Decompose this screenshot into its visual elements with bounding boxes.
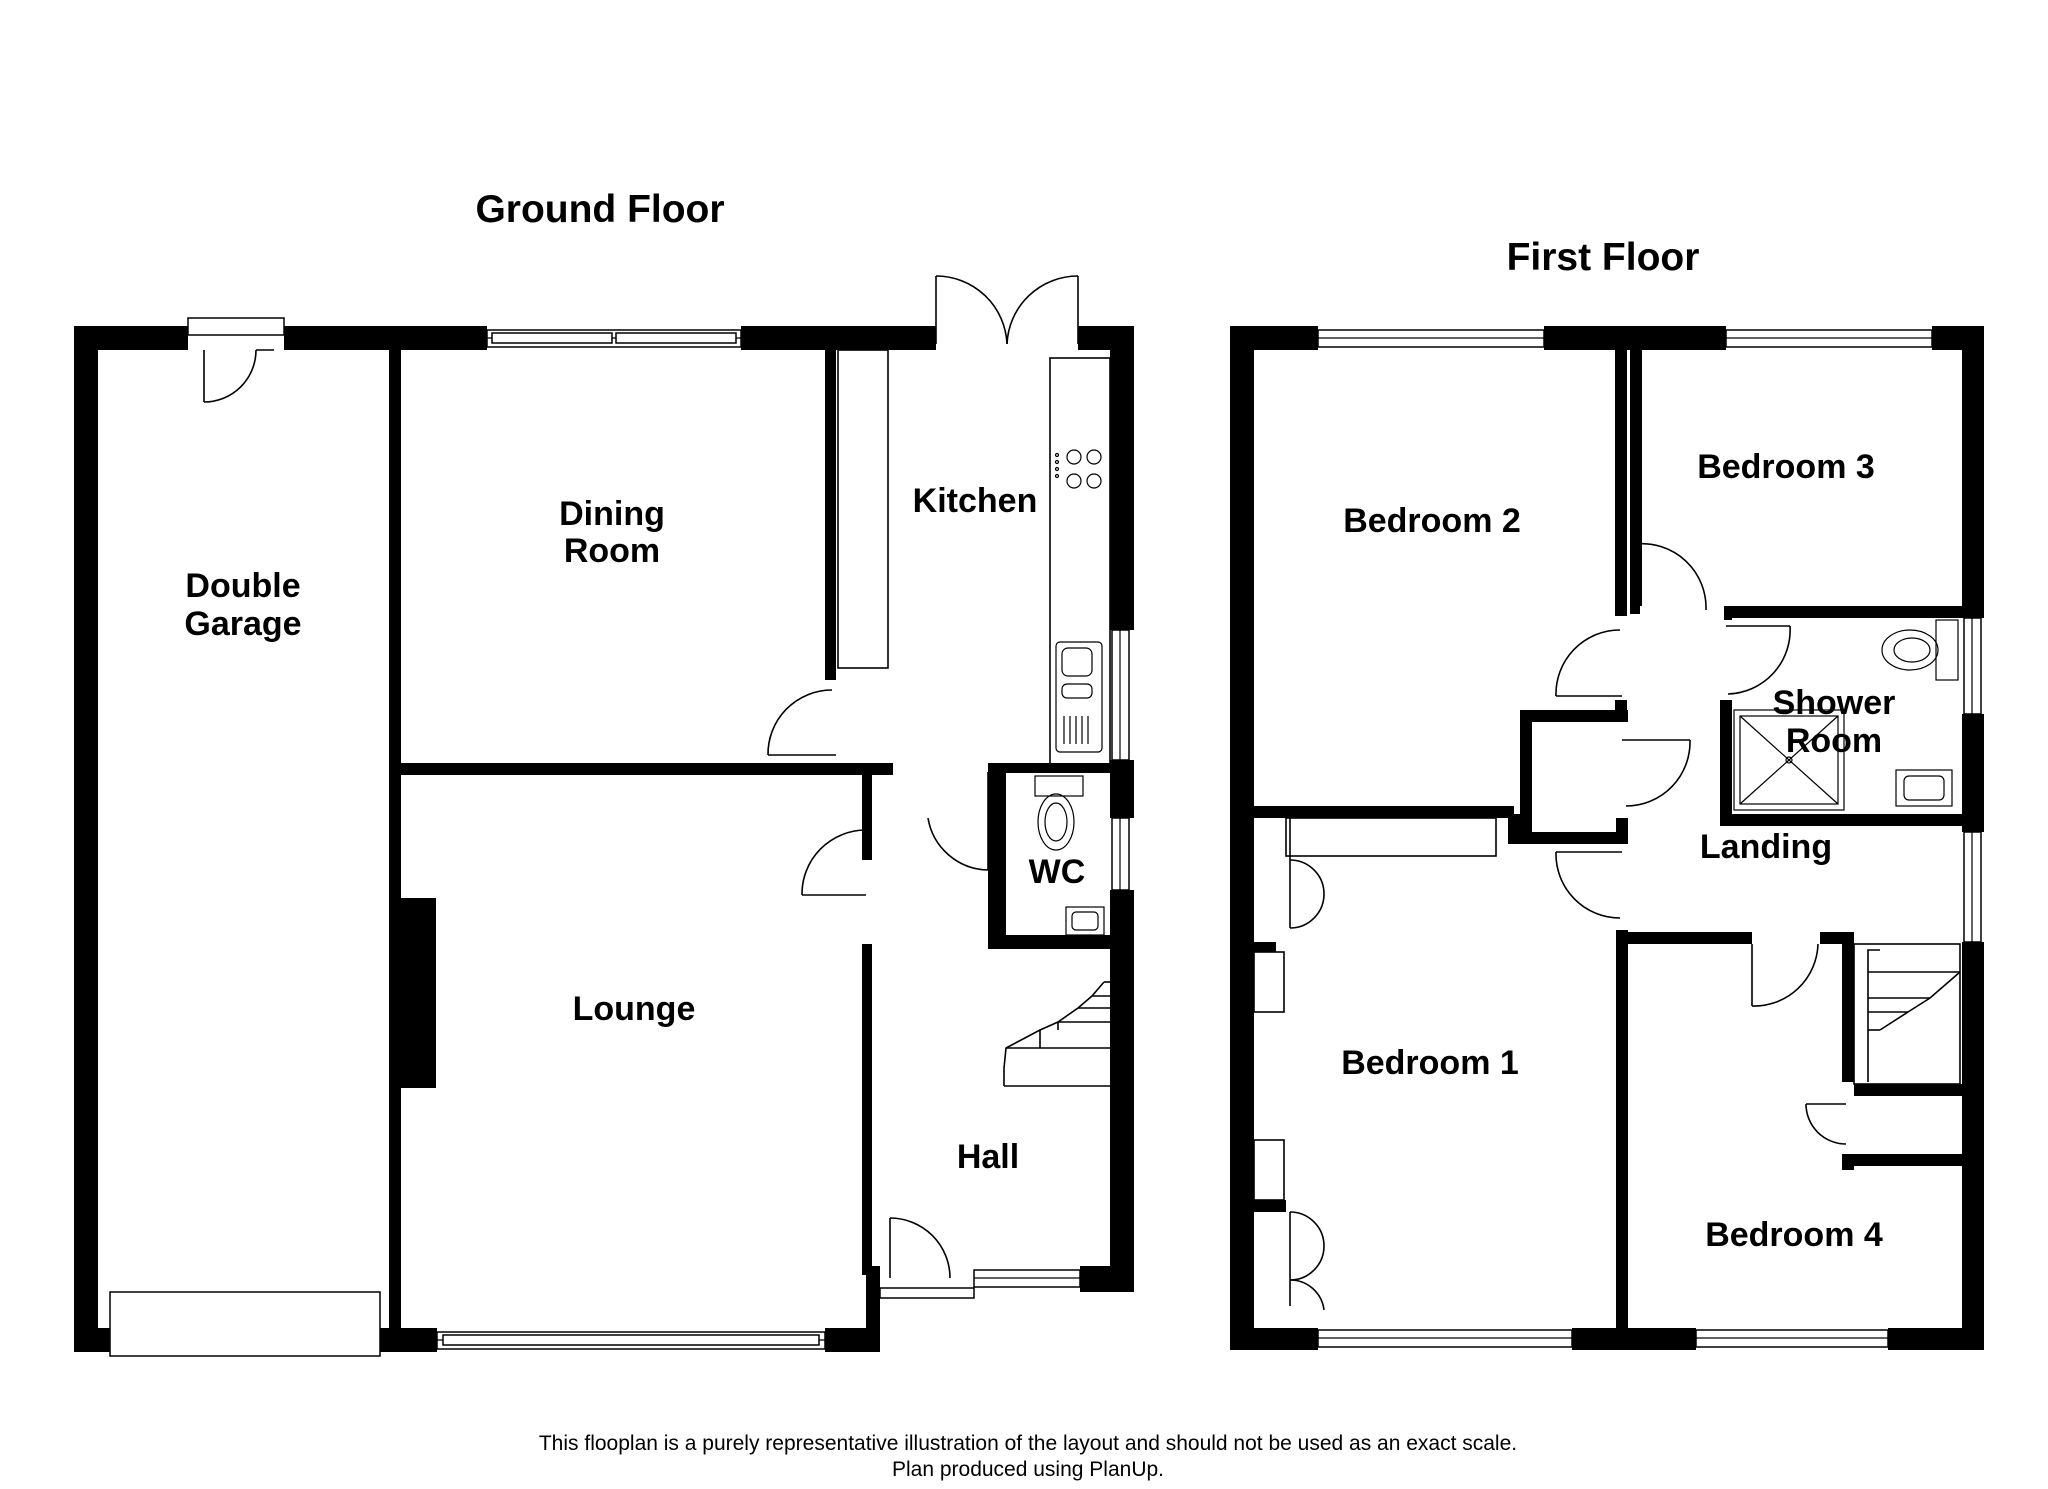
ground-right-wall	[1110, 326, 1134, 1292]
disclaimer-text: This flooplan is a purely representative…	[539, 1432, 1517, 1455]
bedroom4-cupboard-stub	[1842, 1154, 1854, 1170]
hall-step-wall	[866, 1266, 880, 1352]
dining-lounge-wall	[389, 763, 893, 775]
cupboard-top-wall	[1520, 710, 1628, 722]
toilet-icon	[1034, 775, 1084, 851]
wardrobe-icon	[1285, 817, 1497, 929]
bedroom1-wardrobe-top	[1254, 942, 1276, 952]
door-swing-icon	[1805, 1103, 1847, 1145]
staircase-icon	[1003, 981, 1110, 1087]
toilet-icon	[1881, 619, 1959, 681]
kitchen-side-worktop	[837, 349, 889, 669]
cupboard-left-wall	[1520, 710, 1532, 814]
window-icon	[1963, 617, 1982, 715]
door-swing-icon	[1751, 943, 1819, 1007]
room-label-double: Double	[185, 567, 300, 605]
window-icon	[1111, 817, 1130, 891]
lounge-hall-wall	[862, 775, 872, 1275]
sink-icon	[1065, 906, 1105, 936]
ground-floor-title: Ground Floor	[475, 188, 724, 231]
shower-tray-icon	[1733, 709, 1845, 811]
stair-bottom-wall	[1854, 1084, 1962, 1096]
door-swing-icon	[879, 1217, 975, 1299]
stair-top-wall	[1820, 932, 1854, 944]
window-icon	[1725, 329, 1933, 348]
wc-left-wall	[988, 763, 1006, 949]
door-swing-icon	[1726, 625, 1791, 695]
room-label-landing: Landing	[1700, 828, 1832, 866]
ground-floor-plan: Ground Floor	[74, 188, 1138, 1357]
plan-credit-text: Plan produced using PlanUp.	[892, 1458, 1164, 1481]
window-icon	[973, 1269, 1081, 1288]
wardrobe-icon	[1289, 1211, 1325, 1311]
bedroom2-bottom-wall	[1254, 806, 1514, 818]
hob-icon	[1054, 449, 1102, 489]
bedroom4-top-wall	[1628, 932, 1754, 944]
wc-top-wall	[988, 763, 1110, 773]
chest-of-drawers	[1253, 951, 1285, 1013]
shower-bottom-wall	[1720, 814, 1982, 826]
room-label-bedroom-3: Bedroom 3	[1697, 448, 1875, 486]
room-label-bedroom-4: Bedroom 4	[1705, 1216, 1883, 1254]
window-icon	[1111, 629, 1130, 761]
garage-left-wall	[74, 326, 98, 1352]
garage-partition-wall	[389, 326, 401, 1352]
sink-icon	[1895, 769, 1953, 807]
first-floor-title: First Floor	[1507, 236, 1700, 279]
door-swing-icon	[801, 829, 867, 896]
stair-left-wall	[1842, 932, 1854, 1082]
bedroom1-right-wall	[1616, 818, 1628, 1348]
room-label-dining: Dining	[559, 495, 665, 533]
room-label-shower: Shower	[1773, 684, 1896, 722]
chimney-breast	[400, 898, 436, 1088]
first-left-wall	[1230, 326, 1254, 1350]
window-icon	[486, 329, 742, 348]
bedroom1-wardrobe-stub	[1254, 1200, 1286, 1212]
cupboard-corner	[1508, 814, 1532, 844]
window-icon	[1317, 329, 1545, 348]
garage-door-icon	[109, 1291, 381, 1357]
room-label-lounge: Lounge	[573, 990, 696, 1028]
room-label-bedroom-2: Bedroom 2	[1343, 502, 1521, 540]
window-icon	[436, 1331, 826, 1350]
room-label-shower-room: Room	[1786, 722, 1882, 760]
window-icon	[1317, 1329, 1573, 1348]
sink-icon	[1055, 641, 1103, 753]
door-swing-icon	[1622, 739, 1691, 807]
room-label-room: Room	[564, 532, 660, 570]
room-label-hall: Hall	[957, 1138, 1019, 1176]
door-swing-icon	[935, 275, 1079, 345]
door-swing-icon	[927, 772, 989, 871]
dining-kitchen-wall	[825, 350, 836, 680]
door-swing-icon	[767, 689, 836, 756]
door-swing-icon	[187, 317, 285, 403]
door-swing-icon	[1635, 542, 1707, 611]
bedroom3-left-wall	[1630, 350, 1642, 614]
cupboard-bottom-wall	[1532, 832, 1628, 844]
first-floor-plan: First Floor	[1230, 236, 1988, 1354]
bedroom3-bottom-wall	[1720, 606, 1982, 618]
chest-of-drawers	[1253, 1139, 1285, 1201]
window-icon	[1695, 1329, 1889, 1348]
room-label-kitchen: Kitchen	[913, 482, 1038, 520]
door-swing-icon	[1555, 851, 1622, 919]
room-label-wc: WC	[1029, 853, 1086, 891]
staircase-icon	[1853, 943, 1961, 1085]
wc-bottom-wall	[988, 935, 1110, 949]
room-label-bedroom-1: Bedroom 1	[1341, 1044, 1519, 1082]
window-icon	[1963, 831, 1982, 943]
door-swing-icon	[1555, 629, 1622, 697]
room-label-garage: Garage	[184, 605, 301, 643]
bedroom4-cupboard-wall	[1842, 1154, 1962, 1166]
kitchen-worktop	[1049, 357, 1111, 767]
